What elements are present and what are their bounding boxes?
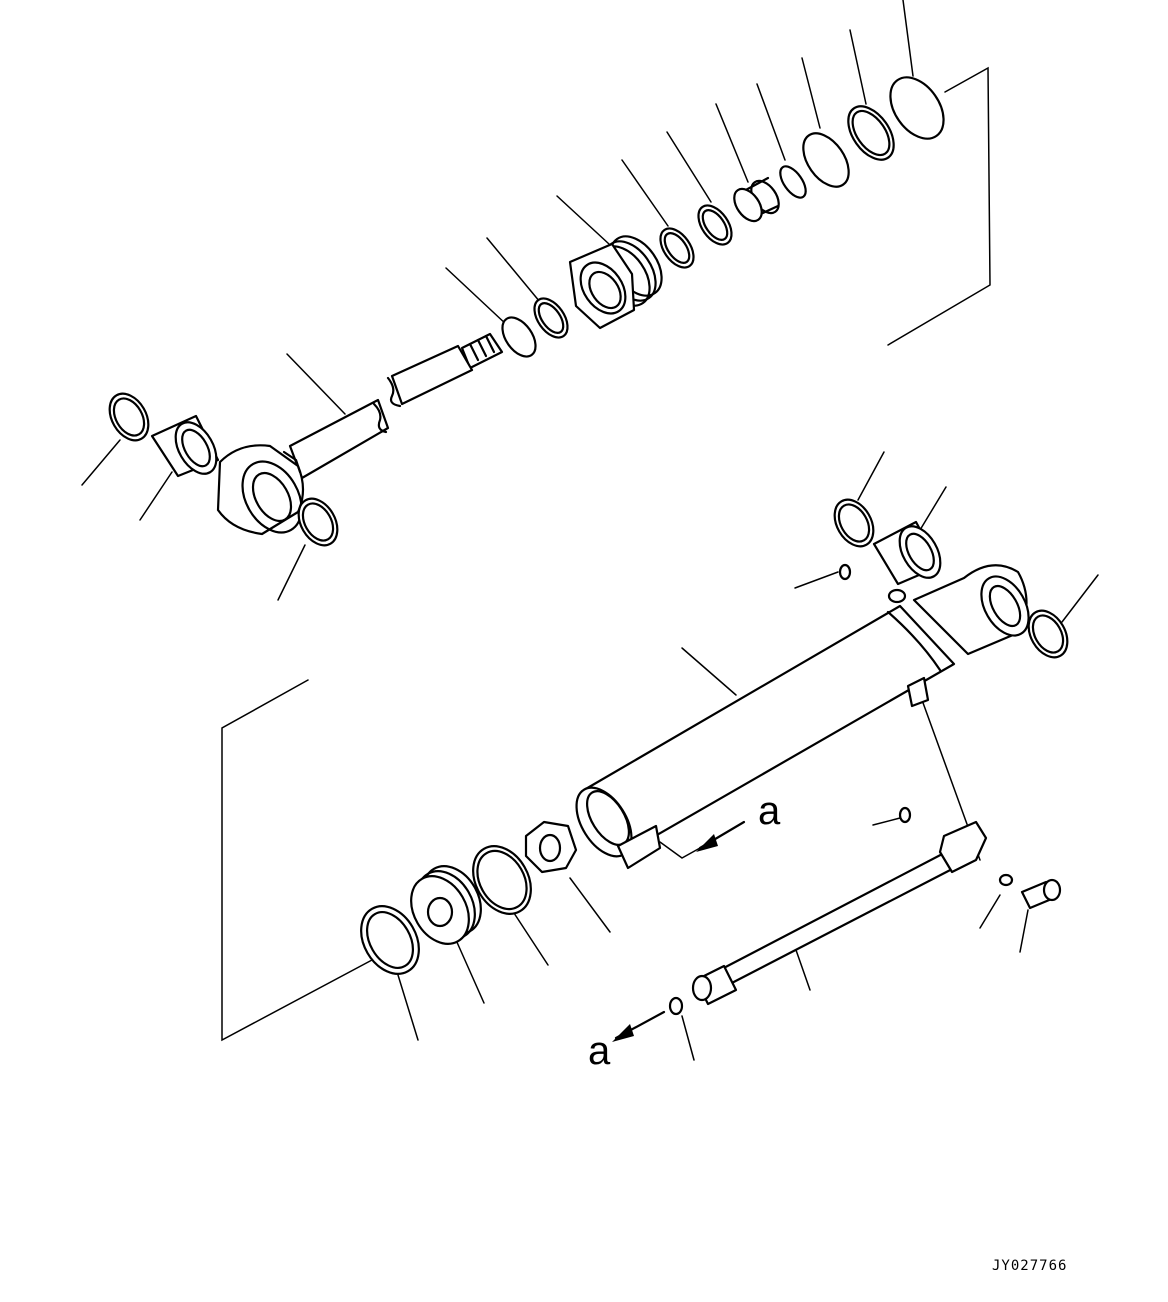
rod-assembly-group <box>81 0 991 601</box>
piston-rod <box>288 332 504 480</box>
drawing-code: JY027766 <box>992 1258 1067 1274</box>
rod-snap-ring <box>501 316 537 358</box>
piston <box>410 865 482 945</box>
o-ring-lower <box>668 996 684 1016</box>
rod-eye <box>216 444 305 536</box>
cylinder-head <box>568 235 663 330</box>
cylinder-bottom-eye <box>912 564 1030 656</box>
view-arrow-upper <box>659 820 746 859</box>
lower-bracket-line <box>221 679 373 1042</box>
view-arrow-lower <box>612 1010 666 1042</box>
cylinder-tube <box>575 588 956 870</box>
bottom-bushing <box>872 520 942 586</box>
snap-ring <box>779 165 807 199</box>
grease-fitting <box>838 563 852 581</box>
upper-bracket-line <box>887 66 991 346</box>
o-ring-upper <box>898 806 912 824</box>
piston-nut <box>524 820 578 874</box>
lower-leader-lines <box>397 451 1099 1061</box>
mounting-bolt <box>1020 878 1062 910</box>
tube-assembly-group <box>221 451 1099 1061</box>
view-label-lower: a <box>588 1029 611 1073</box>
upper-leader-lines <box>81 0 914 601</box>
seal-ring-3 <box>802 132 850 188</box>
hose-clamp <box>938 820 988 874</box>
eye-bushing <box>150 414 220 478</box>
washer <box>998 873 1014 887</box>
seal-ring-1 <box>889 76 945 140</box>
hose-assembly <box>668 806 1062 1016</box>
view-label-upper: a <box>758 789 781 833</box>
